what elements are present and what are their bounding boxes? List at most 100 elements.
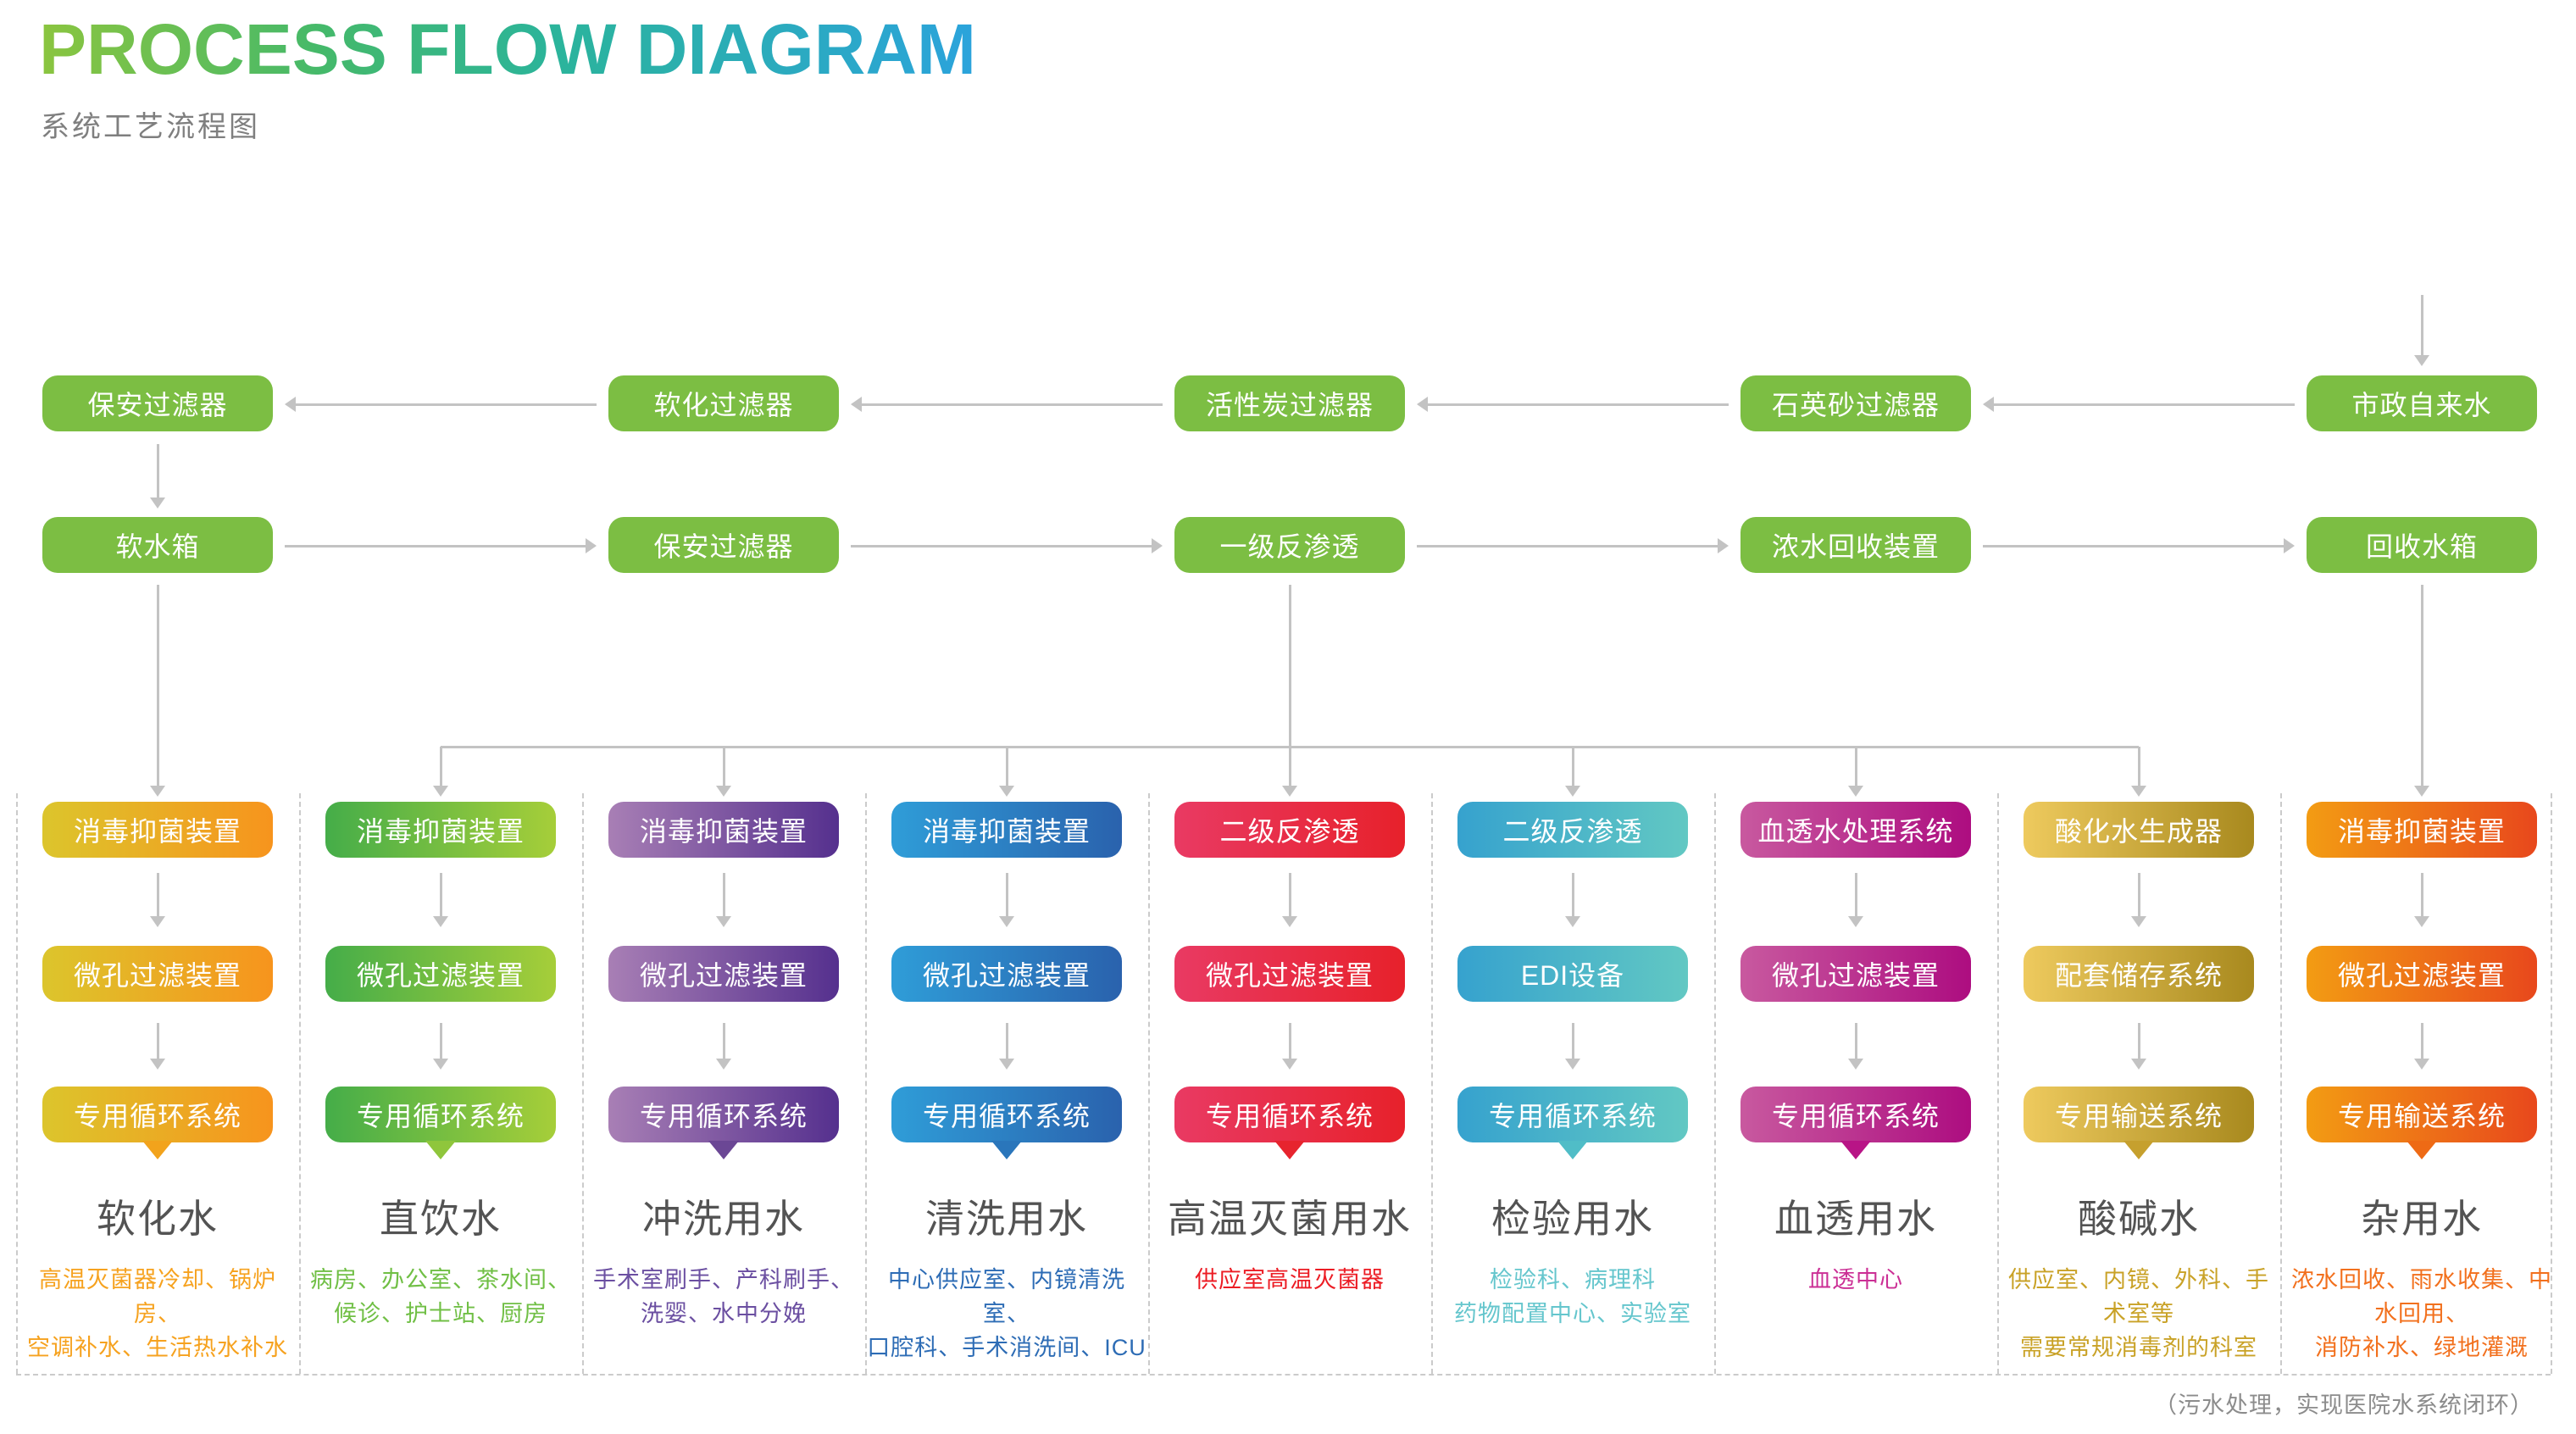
flow-connector-line xyxy=(2137,1023,2140,1059)
arrow-left-icon xyxy=(1417,397,1428,412)
top-flow-box: 保安过滤器 xyxy=(42,375,273,431)
flow-connector-line xyxy=(1005,1023,1008,1059)
top-flow-box: 活性炭过滤器 xyxy=(1174,375,1405,431)
column-box-stage2-cleaning-water: 微孔过滤装置 xyxy=(891,946,1122,1002)
arrow-down-icon xyxy=(433,1059,448,1070)
column-title-cleaning-water: 清洗用水 xyxy=(925,1197,1088,1241)
page-title: PROCESS FLOW DIAGRAM xyxy=(39,9,976,89)
arrow-down-icon xyxy=(1282,1059,1297,1070)
column-description-line: 检验科、病理科 xyxy=(1490,1267,1656,1292)
column-description-cleaning-water: 中心供应室、内镜清洗室、口腔科、手术消洗间、ICU xyxy=(867,1263,1146,1365)
flow-connector-line xyxy=(722,747,725,786)
arrow-down-icon xyxy=(1848,1059,1863,1070)
column-box-stage3-softened-water: 专用循环系统 xyxy=(42,1087,273,1142)
column-description-high-temp-sterilization-water: 供应室高温灭菌器 xyxy=(1150,1263,1430,1297)
distributor-line xyxy=(441,745,2139,748)
column-description-softened-water: 高温灭菌器冷却、锅炉房、空调补水、生活热水补水 xyxy=(18,1263,297,1365)
column-box-stage1-acid-alkaline-water: 酸化水生成器 xyxy=(2024,802,2254,858)
column-separator xyxy=(16,793,18,1374)
arrow-down-icon xyxy=(1565,1059,1580,1070)
top-flow-box: 回收水箱 xyxy=(2307,517,2537,573)
column-box-stage2-drinking-water: 微孔过滤装置 xyxy=(325,946,556,1002)
column-box-stage1-rinsing-water: 消毒抑菌装置 xyxy=(608,802,839,858)
flow-connector-line xyxy=(1288,585,1291,786)
arrow-down-icon xyxy=(999,1059,1014,1070)
top-flow-box: 保安过滤器 xyxy=(608,517,839,573)
arrow-down-icon xyxy=(150,1059,165,1070)
column-title-hemodialysis-water: 血透用水 xyxy=(1774,1197,1937,1241)
arrow-left-icon xyxy=(851,397,862,412)
flow-connector-line xyxy=(1571,873,1574,916)
column-box-stage1-hemodialysis-water: 血透水处理系统 xyxy=(1740,802,1971,858)
flow-connector-line xyxy=(1983,544,2284,547)
column-description-line: 洗婴、水中分娩 xyxy=(641,1301,807,1326)
top-flow-box: 浓水回收装置 xyxy=(1740,517,1971,573)
column-separator xyxy=(1714,793,1716,1374)
column-description-laboratory-water: 检验科、病理科药物配置中心、实验室 xyxy=(1433,1263,1713,1331)
flow-connector-line xyxy=(722,1023,725,1059)
flow-connector-line xyxy=(1854,873,1857,916)
column-separator xyxy=(1997,793,1999,1374)
column-title-softened-water: 软化水 xyxy=(97,1197,219,1241)
column-box-stage2-high-temp-sterilization-water: 微孔过滤装置 xyxy=(1174,946,1405,1002)
callout-tail xyxy=(142,1141,173,1159)
column-separator xyxy=(2280,793,2282,1374)
column-box-stage1-cleaning-water: 消毒抑菌装置 xyxy=(891,802,1122,858)
column-title-high-temp-sterilization-water: 高温灭菌用水 xyxy=(1168,1197,1412,1241)
flow-connector-line xyxy=(2137,747,2140,786)
arrow-down-icon xyxy=(999,916,1014,927)
callout-tail xyxy=(708,1141,739,1159)
column-box-stage1-softened-water: 消毒抑菌装置 xyxy=(42,802,273,858)
column-box-stage1-laboratory-water: 二级反渗透 xyxy=(1457,802,1688,858)
column-box-stage1-drinking-water: 消毒抑菌装置 xyxy=(325,802,556,858)
page-subtitle: 系统工艺流程图 xyxy=(41,111,260,143)
flow-connector-line xyxy=(1571,1023,1574,1059)
flow-connector-line xyxy=(1005,873,1008,916)
flow-connector-line xyxy=(851,544,1152,547)
bottom-separator xyxy=(16,1374,2551,1376)
column-box-stage2-hemodialysis-water: 微孔过滤装置 xyxy=(1740,946,1971,1002)
column-description-line: 候诊、护士站、厨房 xyxy=(334,1301,547,1326)
column-title-drinking-water: 直饮水 xyxy=(380,1197,502,1241)
flow-connector-line xyxy=(1994,403,2295,406)
column-box-stage3-hemodialysis-water: 专用循环系统 xyxy=(1740,1087,1971,1142)
flow-connector-line xyxy=(439,873,442,916)
flow-connector-line xyxy=(1288,1023,1291,1059)
column-box-stage2-softened-water: 微孔过滤装置 xyxy=(42,946,273,1002)
arrow-down-icon xyxy=(716,786,731,797)
arrow-down-icon xyxy=(433,786,448,797)
column-description-line: 消防补水、绿地灌溉 xyxy=(2315,1335,2529,1360)
column-box-stage2-rinsing-water: 微孔过滤装置 xyxy=(608,946,839,1002)
flow-connector-line xyxy=(285,544,586,547)
column-description-hemodialysis-water: 血透中心 xyxy=(1716,1263,1996,1297)
column-box-stage2-miscellaneous-water: 微孔过滤装置 xyxy=(2307,946,2537,1002)
flow-connector-line xyxy=(156,1023,159,1059)
footer-note: （污水处理，实现医院水系统闭环） xyxy=(2154,1392,2534,1418)
column-description-acid-alkaline-water: 供应室、内镜、外科、手术室等需要常规消毒剂的科室 xyxy=(1999,1263,2279,1365)
arrow-down-icon xyxy=(2414,1059,2429,1070)
column-box-stage3-drinking-water: 专用循环系统 xyxy=(325,1087,556,1142)
column-title-rinsing-water: 冲洗用水 xyxy=(642,1197,805,1241)
column-box-stage2-laboratory-water: EDI设备 xyxy=(1457,946,1688,1002)
flow-connector-line xyxy=(1288,873,1291,916)
column-box-stage3-acid-alkaline-water: 专用输送系统 xyxy=(2024,1087,2254,1142)
flow-connector-line xyxy=(1571,747,1574,786)
arrow-down-icon xyxy=(999,786,1014,797)
column-separator xyxy=(582,793,584,1374)
flow-connector-line xyxy=(2420,873,2423,916)
column-separator xyxy=(2551,793,2552,1374)
flow-connector-line xyxy=(862,403,1163,406)
column-box-stage1-high-temp-sterilization-water: 二级反渗透 xyxy=(1174,802,1405,858)
arrow-down-icon xyxy=(716,916,731,927)
flow-connector-line xyxy=(296,403,597,406)
flow-connector-line xyxy=(1005,747,1008,786)
column-description-line: 手术室刷手、产科刷手、 xyxy=(593,1267,854,1292)
flow-connector-line xyxy=(2137,873,2140,916)
arrow-down-icon xyxy=(2131,786,2146,797)
column-description-line: 药物配置中心、实验室 xyxy=(1454,1301,1691,1326)
callout-tail xyxy=(1557,1141,1588,1159)
column-description-rinsing-water: 手术室刷手、产科刷手、洗婴、水中分娩 xyxy=(584,1263,863,1331)
arrow-left-icon xyxy=(1983,397,1994,412)
arrow-down-icon xyxy=(2131,1059,2146,1070)
